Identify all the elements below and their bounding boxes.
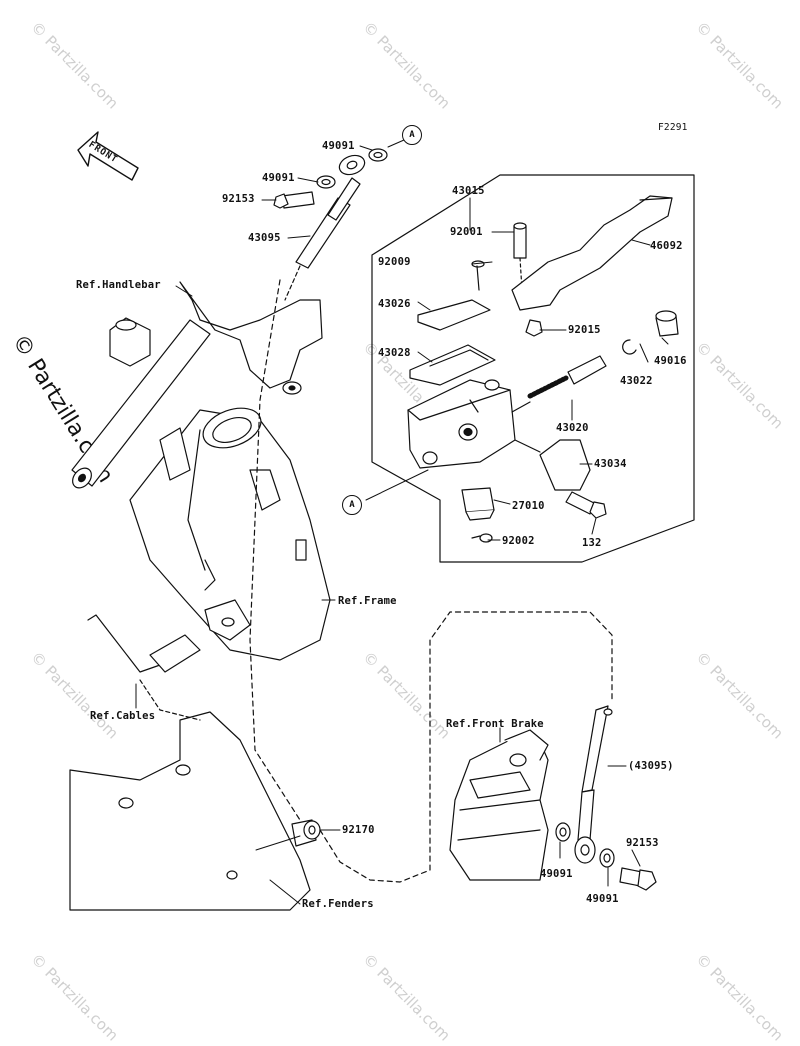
hose-clamp-icon [291, 819, 321, 847]
washer-hole [373, 151, 383, 159]
part-label-92153[interactable]: 92153 [626, 837, 659, 849]
part-label-49091[interactable]: 49091 [540, 868, 573, 880]
screw-icon [471, 533, 493, 543]
brake-caliper-drawing [449, 729, 549, 881]
ref-label-frame: Ref.Frame [338, 595, 397, 607]
ref-label-fenders: Ref.Fenders [302, 898, 374, 910]
part-label-49091[interactable]: 49091 [262, 172, 295, 184]
nut-icon [525, 319, 543, 337]
part-label-43026[interactable]: 43026 [378, 298, 411, 310]
diaphragm-drawing [409, 344, 496, 386]
part-label-43022[interactable]: 43022 [620, 375, 653, 387]
part-label-92153[interactable]: 92153 [222, 193, 255, 205]
part-label-43028[interactable]: 43028 [378, 347, 411, 359]
washer-icon [599, 848, 615, 868]
callout-a-bottom: A [342, 495, 362, 515]
handlebar-drawing [71, 281, 323, 489]
part-label-49091[interactable]: 49091 [586, 893, 619, 905]
pivot-bolt-icon [513, 222, 527, 291]
washer-icon [316, 175, 336, 189]
assembly-outline [371, 174, 695, 563]
part-label-43095-paren[interactable]: (43095) [628, 760, 674, 772]
clamp-link [514, 439, 541, 453]
part-label-27010[interactable]: 27010 [512, 500, 545, 512]
callout-a-top: A [402, 125, 422, 145]
washer-icon [368, 148, 388, 162]
washer-hole [321, 178, 331, 186]
leader-lines [135, 139, 669, 905]
clamp-drawing [539, 439, 591, 491]
clamp-bolt-icon [565, 491, 607, 519]
part-label-132[interactable]: 132 [582, 537, 602, 549]
boot-icon [655, 310, 679, 337]
part-label-43095[interactable]: 43095 [248, 232, 281, 244]
diaphragm-inner [429, 349, 489, 367]
piston-assembly-drawing [511, 355, 607, 413]
hose-route [249, 279, 613, 883]
reservoir-cap-drawing [417, 299, 491, 331]
banjo-bolt-icon [273, 191, 315, 209]
part-label-43020[interactable]: 43020 [556, 422, 589, 434]
part-label-49091[interactable]: 49091 [322, 140, 355, 152]
part-label-46092[interactable]: 46092 [650, 240, 683, 252]
part-label-92009[interactable]: 92009 [378, 256, 411, 268]
part-label-43015[interactable]: 43015 [452, 185, 485, 197]
ref-label-cables: Ref.Cables [90, 710, 156, 722]
ref-label-handlebar: Ref.Handlebar [76, 279, 161, 291]
screw-icon [471, 260, 485, 291]
part-label-92002[interactable]: 92002 [502, 535, 535, 547]
ref-label-front-brake: Ref.Front Brake [446, 718, 544, 730]
banjo-bolt-icon [619, 867, 657, 891]
washer-hole [603, 853, 611, 863]
brake-switch-drawing [461, 487, 495, 521]
lever-tip [639, 197, 673, 201]
brake-lever-drawing [511, 195, 673, 311]
cable-guide-drawing [87, 614, 201, 673]
diagram-code: F2291 [658, 122, 688, 133]
part-label-49016[interactable]: 49016 [654, 355, 687, 367]
washer-hole [559, 827, 567, 837]
part-label-92015[interactable]: 92015 [568, 324, 601, 336]
circlip-icon [622, 339, 637, 355]
fender-drawing [69, 679, 311, 911]
part-label-92001[interactable]: 92001 [450, 226, 483, 238]
frame-drawing [129, 407, 331, 661]
upper-brake-hose [284, 154, 366, 301]
part-label-43034[interactable]: 43034 [594, 458, 627, 470]
part-label-92170[interactable]: 92170 [342, 824, 375, 836]
master-cylinder-drawing [407, 379, 516, 469]
lower-brake-hose [574, 705, 613, 864]
washer-icon [555, 822, 571, 842]
front-arrow-icon [77, 131, 139, 181]
